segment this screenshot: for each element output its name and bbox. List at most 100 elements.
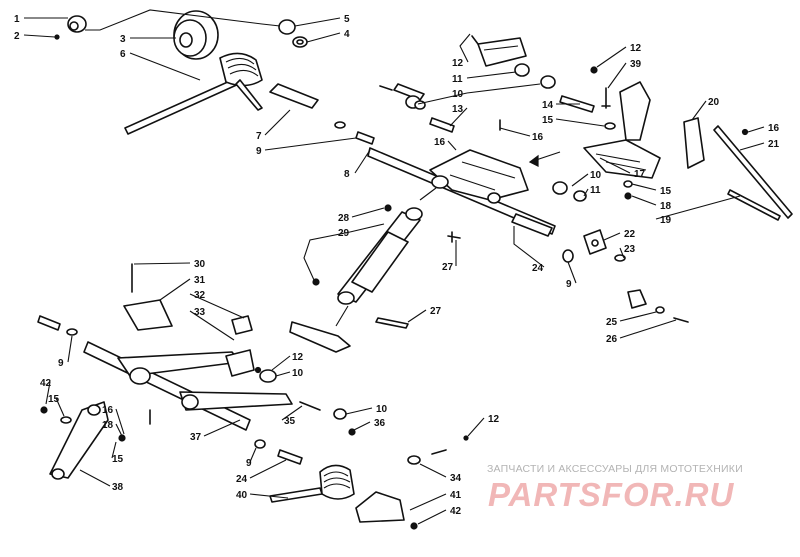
callout-label: 9 [58,358,64,369]
watermark: ЗАПЧАСТИ И АКСЕССУАРЫ ДЛЯ МОТОТЕХНИКИ PA… [487,463,743,513]
callout-label: 15 [48,394,60,405]
callout-label: 15 [660,186,672,197]
bushing-part-9-top [355,131,375,145]
callout-label: 18 [102,420,114,431]
callout-label: 12 [488,414,500,425]
callout-label: 35 [284,416,296,427]
callout-label: 31 [194,275,206,286]
callout-label: 9 [246,458,252,469]
bolt-part-27-top [447,231,461,243]
callout-label: 36 [374,418,386,429]
nut-part-2 [54,34,60,40]
callout-label: 37 [190,432,202,443]
callout-label: 14 [542,100,554,111]
bushing-part-5 [278,19,296,35]
callout-label: 10 [590,170,602,181]
bolt-part-39 [601,87,611,109]
bushing-part-1 [67,15,87,33]
bolt-part-35 [299,401,321,411]
nut-part-12-bottom [463,435,469,441]
bushing-part-10-lower [259,369,277,383]
sleeve-part-24-lower [277,449,303,465]
bolt-part-19 [727,189,781,221]
callout-label: 26 [606,334,618,345]
callout-label: 32 [194,290,206,301]
callout-label: 39 [630,59,642,70]
nut-part-16-right [741,128,749,136]
callout-label: 30 [194,259,206,270]
bushing-part-10-right [333,408,347,420]
callout-label: 23 [624,244,636,255]
torsion-spring-part-40 [269,464,355,503]
bracket-part-12-top [477,37,527,67]
callout-label: 12 [630,43,642,54]
bracket-part-41 [355,491,405,523]
bracket-part-22 [583,229,607,255]
callout-label: 42 [450,506,462,517]
callout-label: 11 [590,185,601,196]
arm-part-38 [49,401,109,480]
callout-label: 18 [660,201,672,212]
callout-label: 20 [708,97,720,108]
washer-part-15-left [60,416,72,424]
callout-label: 27 [442,262,454,273]
callout-label: 15 [542,115,554,126]
sleeve-part-24-top [511,213,553,237]
watermark-brand: PARTSFOR.RU [488,476,734,513]
callout-label: 42 [40,378,52,389]
callout-label: 41 [450,490,462,501]
nut-part-36 [348,428,356,436]
bolt-part-26 [673,317,689,323]
callout-label: 9 [566,279,572,290]
callout-label: 16 [532,132,544,143]
cotter-pin-top [471,35,479,45]
bushing-part-9-mid [562,249,574,263]
callout-label: 12 [452,58,464,69]
pin-part-13 [429,117,455,133]
bushing-part-9-bottom [254,439,266,449]
callout-label: 16 [434,137,446,148]
nut-part-28-lower [312,278,320,286]
sleeve-part-7 [269,83,319,109]
callout-label: 28 [338,213,350,224]
part-33-linkage [225,349,255,377]
callout-label: 5 [344,14,350,25]
callout-label: 12 [292,352,304,363]
nut-part-12-lower [254,366,262,374]
callout-label: 7 [256,131,262,142]
callout-label: 4 [344,29,350,40]
callout-label: 8 [344,169,350,180]
part-32 [231,315,253,335]
pin-part-left [37,315,61,331]
callout-label: 19 [660,215,672,226]
callout-label: 25 [606,317,618,328]
callout-label: 10 [452,89,464,100]
nut-part-42-lower [410,522,418,530]
torsion-spring-top [219,52,263,111]
idler-wheel-part-3 [173,10,219,60]
pin-part-34 [431,449,447,455]
callout-label: 6 [120,49,126,60]
leader-lines [23,9,765,525]
shock-absorber-part-29 [337,207,423,305]
bolt-part-42-left [40,406,48,414]
callout-label: 13 [452,104,464,115]
callout-labels: 1 2 3 6 5 4 7 9 8 12 11 10 13 12 39 14 1… [14,14,780,517]
rail-bracket-part-17-20 [583,81,705,179]
callout-label: 29 [338,228,350,239]
callout-label: 21 [768,139,780,150]
pin-part-top [334,121,346,129]
washer-part-25 [655,306,665,314]
washer-part-15-top [604,122,616,130]
callout-label: 3 [120,34,126,45]
bolt-part-21 [713,125,793,219]
callout-label: 11 [452,74,463,85]
callout-label: 2 [14,31,20,42]
bushings-part-10-11-mid [552,181,587,202]
washer-part-34 [407,455,421,465]
callout-label: 15 [112,454,124,465]
lower-bracket [289,321,351,353]
shaft-bracket [429,149,529,204]
callout-label: 27 [430,306,442,317]
